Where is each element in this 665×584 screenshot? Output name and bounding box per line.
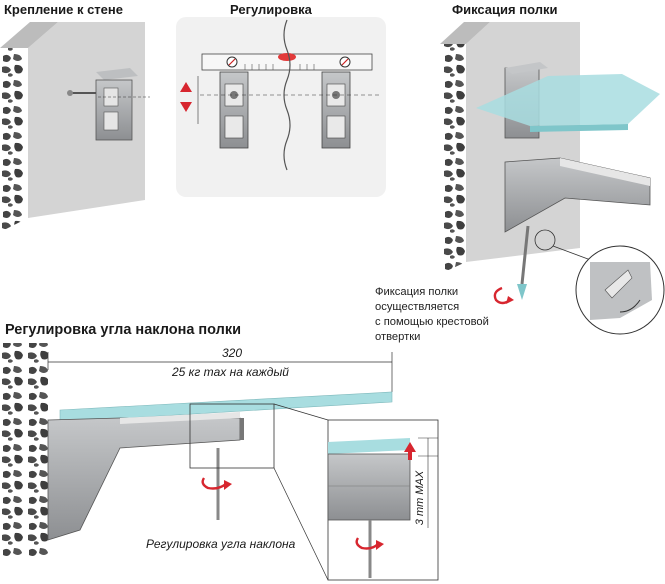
- screwdriver-tip: [517, 284, 527, 300]
- panel-adjustment: [176, 17, 386, 197]
- heading-adjustment: Регулировка: [230, 2, 312, 17]
- fixation-caption-line: с помощью крестовой: [375, 316, 489, 328]
- bracket-right: [321, 71, 351, 149]
- arrow-up-icon: [180, 82, 192, 92]
- zoom-connector: [273, 403, 329, 421]
- glass-shelf-edge: [530, 124, 628, 132]
- fixation-caption-line: Фиксация полки: [375, 286, 459, 298]
- rotate-arrow-icon: [493, 286, 511, 305]
- wall-top: [440, 22, 490, 44]
- fixation-caption-line: отвертки: [375, 331, 421, 343]
- zoom-bracket: [590, 262, 652, 320]
- zoom-frame: [189, 403, 275, 469]
- load-label: 25 кг max на каждый: [172, 365, 289, 379]
- level-bubble: [278, 53, 296, 61]
- wall-stone-edge: [440, 44, 466, 274]
- zoom-rotation-arrow-icon: [619, 299, 641, 313]
- wall-top: [0, 22, 58, 48]
- shelf-support-top: [560, 158, 650, 186]
- tilt-caption: Регулировка угла наклона: [146, 537, 296, 551]
- detail-support: [327, 453, 411, 521]
- detail-glass: [328, 438, 410, 454]
- glass-shelf: [476, 74, 660, 126]
- screwdriver: [520, 225, 530, 285]
- wall-stone: [2, 343, 48, 556]
- wall-face: [466, 22, 580, 262]
- rotate-arrow-icon: [201, 477, 227, 490]
- fixation-caption-line: осуществляется: [375, 301, 460, 313]
- screw-head: [67, 90, 73, 96]
- max-gap-label: 3 mm MAX: [414, 470, 427, 526]
- heading-wall-mount: Крепление к стене: [4, 2, 123, 17]
- arrow-down-icon: [180, 102, 192, 112]
- bracket-top: [96, 68, 138, 80]
- rotate-arrow-icon: [355, 537, 379, 550]
- bracket-slot: [103, 111, 119, 131]
- bracket-left: [219, 71, 249, 149]
- heading-tilt-adjustment: Регулировка угла наклона полки: [5, 322, 242, 338]
- fixation-caption: Фиксация полки осуществляется с помощью …: [375, 285, 505, 345]
- panel-tilt-adjustment: [2, 343, 439, 581]
- zoom-screw: [604, 269, 633, 299]
- adjust-background: [176, 17, 386, 197]
- bracket-top: [505, 62, 548, 74]
- shelf-support: [47, 417, 241, 541]
- arrow-up-icon: [404, 442, 416, 452]
- heading-shelf-fixation: Фиксация полки: [452, 2, 558, 17]
- wall-stone-edge: [0, 48, 28, 232]
- dimension-320-label: 320: [222, 346, 243, 360]
- panel-wall-mount: [0, 22, 150, 232]
- glass-shelf: [59, 391, 393, 423]
- zoom-marker: [534, 229, 556, 251]
- panel-shelf-fixation: [440, 22, 665, 335]
